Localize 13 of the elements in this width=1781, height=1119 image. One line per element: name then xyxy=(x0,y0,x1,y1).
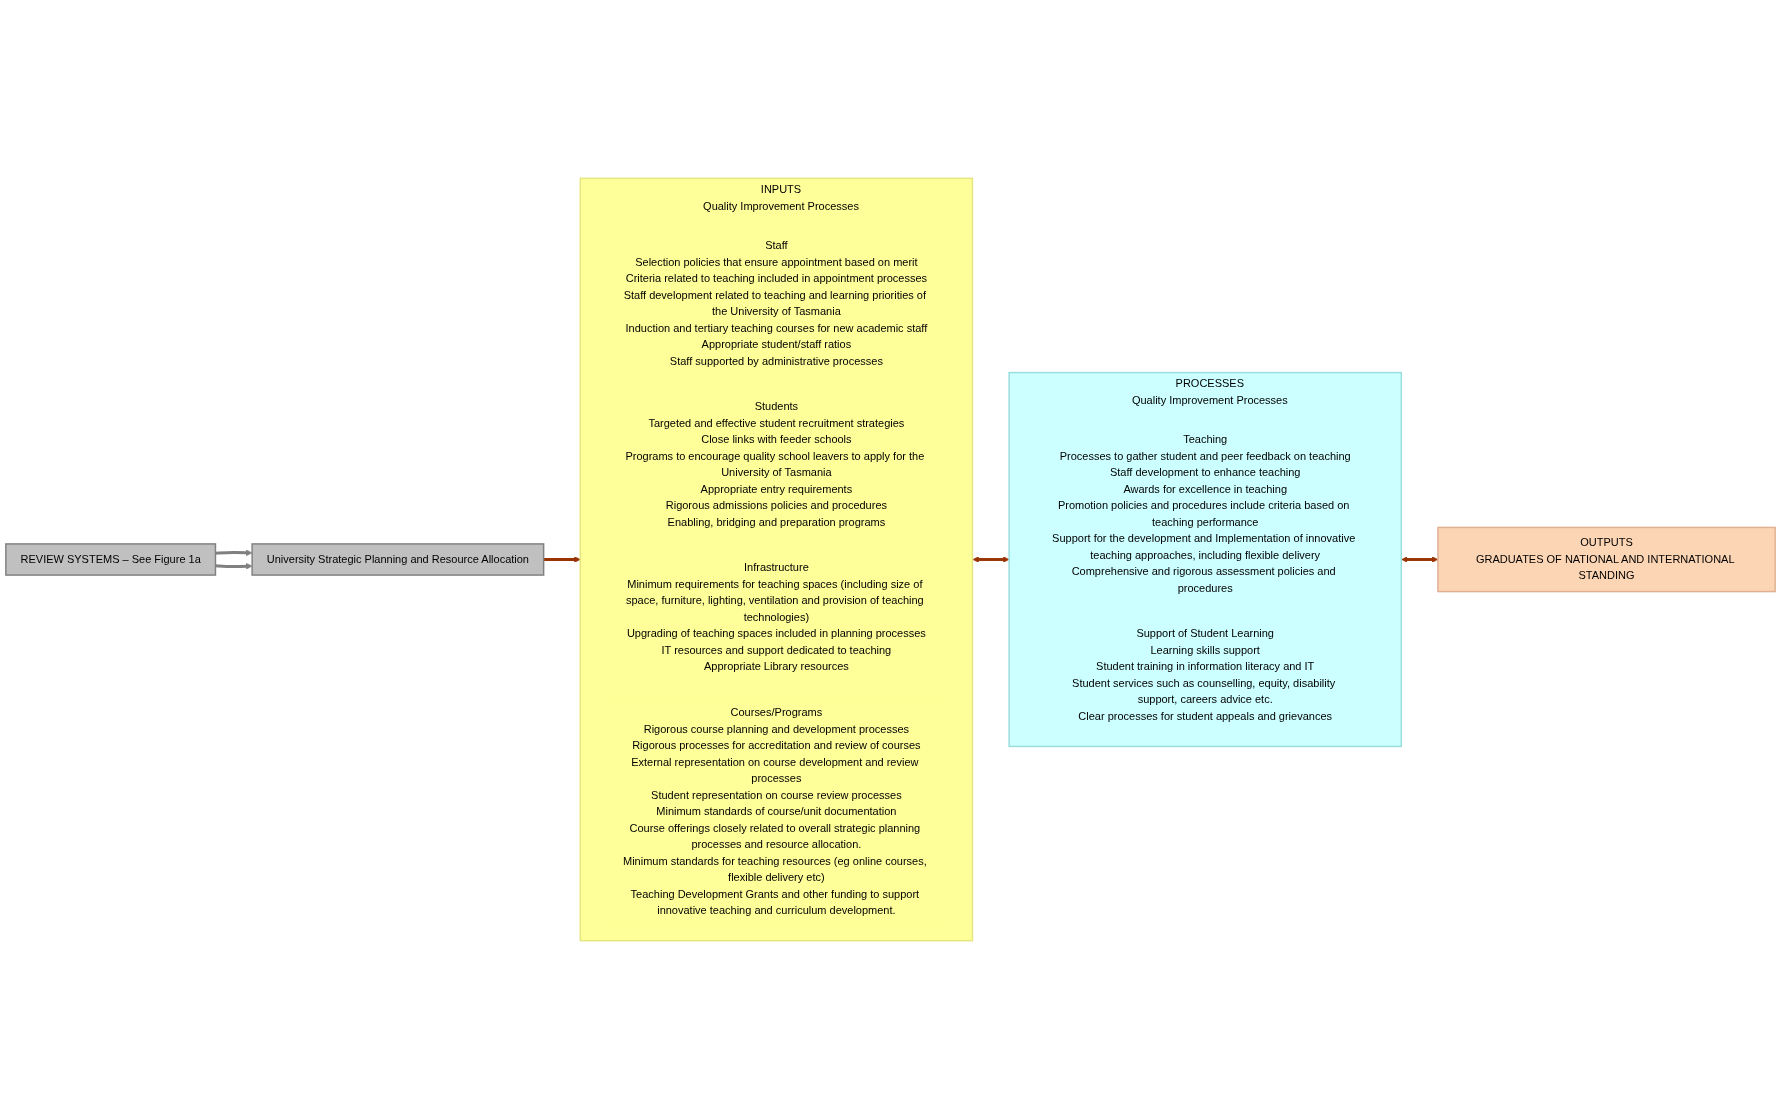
node-text: Staff Selection policies that ensure appointment based on merit Criteria related to teaching included in appointment processes Staff development related to teaching and learning priorities of the University of Tasmania Induction and tertiary teaching courses for new academic staff Appropriate student/staff ratios Staff supported by administrative processes xyxy=(623,238,928,367)
node-box: University Strategic Planning and Resource Allocation xyxy=(251,543,545,576)
node-text: Infrastructure Minimum requirements for teaching spaces (including size of space, furniture, lighting, ventilation and provision of teaching technologies) Upgrading of teaching spaces included in planning processes IT resources and support dedicated to teaching Appropriate Library resources xyxy=(626,560,926,673)
node-box: REVIEW SYSTEMS – See Figure 1a xyxy=(5,543,217,576)
node-box: OUTPUTS GRADUATES OF NATIONAL AND INTERNATIONAL STANDING xyxy=(1437,526,1776,593)
arrow xyxy=(543,556,581,563)
node-text: Support of Student Learning Learning skills support Student training in information literacy and IT Student services such as counselling, equity, disability support, careers advice etc. Clear processes for student appeals and grievances xyxy=(1072,626,1336,722)
node-text: Courses/Programs Rigorous course planning and development processes Rigorous processes for accreditation and review of courses External representation on course development and review processes Student representation on course review processes Minimum standards of course/unit documentation Course offerings closely related to overall strategic planning processes and resource allocation. Minimum standards for teaching resources (eg online courses, flexible delivery etc) Teaching Development Grants and other funding to support innovative teaching and curriculum development. xyxy=(622,705,927,917)
arrow xyxy=(215,563,253,570)
arrow xyxy=(972,556,1010,563)
node-text: Students Targeted and effective student recruitment strategies Close links with feeder schools Programs to encourage quality school leavers to apply for the University of Tasmania Appropriate entry requirements Rigorous admissions policies and procedures Enabling, bridging and preparation programs xyxy=(625,399,925,528)
node-text: Teaching Processes to gather student and peer feedback on teaching Staff development to enhance teaching Awards for excellence in teaching Promotion policies and procedures include criteria based on teaching performance Support for the development and Implementation of innovative teaching approaches, including flexible delivery Comprehensive and rigorous assessment policies and procedures xyxy=(1052,432,1356,594)
arrow xyxy=(215,549,253,556)
